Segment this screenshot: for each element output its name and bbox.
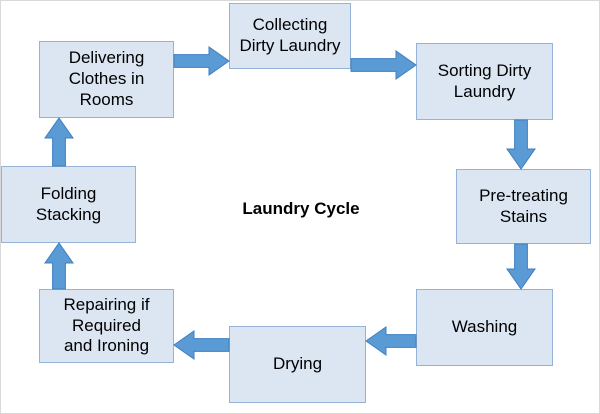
arrow-right-icon (350, 50, 417, 80)
node-collecting-dirty-laundry[interactable]: Collecting Dirty Laundry (229, 3, 351, 69)
arrow-down-icon (506, 119, 536, 170)
node-label: Drying (272, 354, 323, 374)
node-drying[interactable]: Drying (229, 326, 366, 403)
node-washing[interactable]: Washing (416, 289, 553, 366)
diagram-center-title: Laundry Cycle (242, 199, 360, 218)
node-delivering-clothes-in-rooms[interactable]: Delivering Clothes in Rooms (39, 41, 174, 118)
node-folding-stacking[interactable]: Folding Stacking (1, 166, 136, 243)
node-label: Delivering Clothes in Rooms (68, 48, 145, 109)
node-label: Washing (451, 317, 518, 337)
node-label: Sorting Dirty Laundry (437, 60, 532, 101)
node-label: Pre-treating Stains (479, 185, 568, 226)
node-sorting-dirty-laundry[interactable]: Sorting Dirty Laundry (416, 43, 553, 120)
node-label: Repairing if Required and Ironing (63, 294, 150, 356)
arrow-up-icon (44, 242, 74, 290)
node-repairing-if-required-and-ironing[interactable]: Repairing if Required and Ironing (39, 289, 174, 363)
arrow-down-icon (506, 243, 536, 290)
node-label: Folding Stacking (35, 183, 102, 224)
arrow-up-icon (44, 117, 74, 167)
arrow-right-icon (173, 46, 230, 76)
arrow-left-icon (173, 330, 230, 360)
arrow-left-icon (365, 326, 417, 356)
node-label: Collecting Dirty Laundry (239, 15, 341, 55)
node-pre-treating-stains[interactable]: Pre-treating Stains (456, 169, 591, 244)
